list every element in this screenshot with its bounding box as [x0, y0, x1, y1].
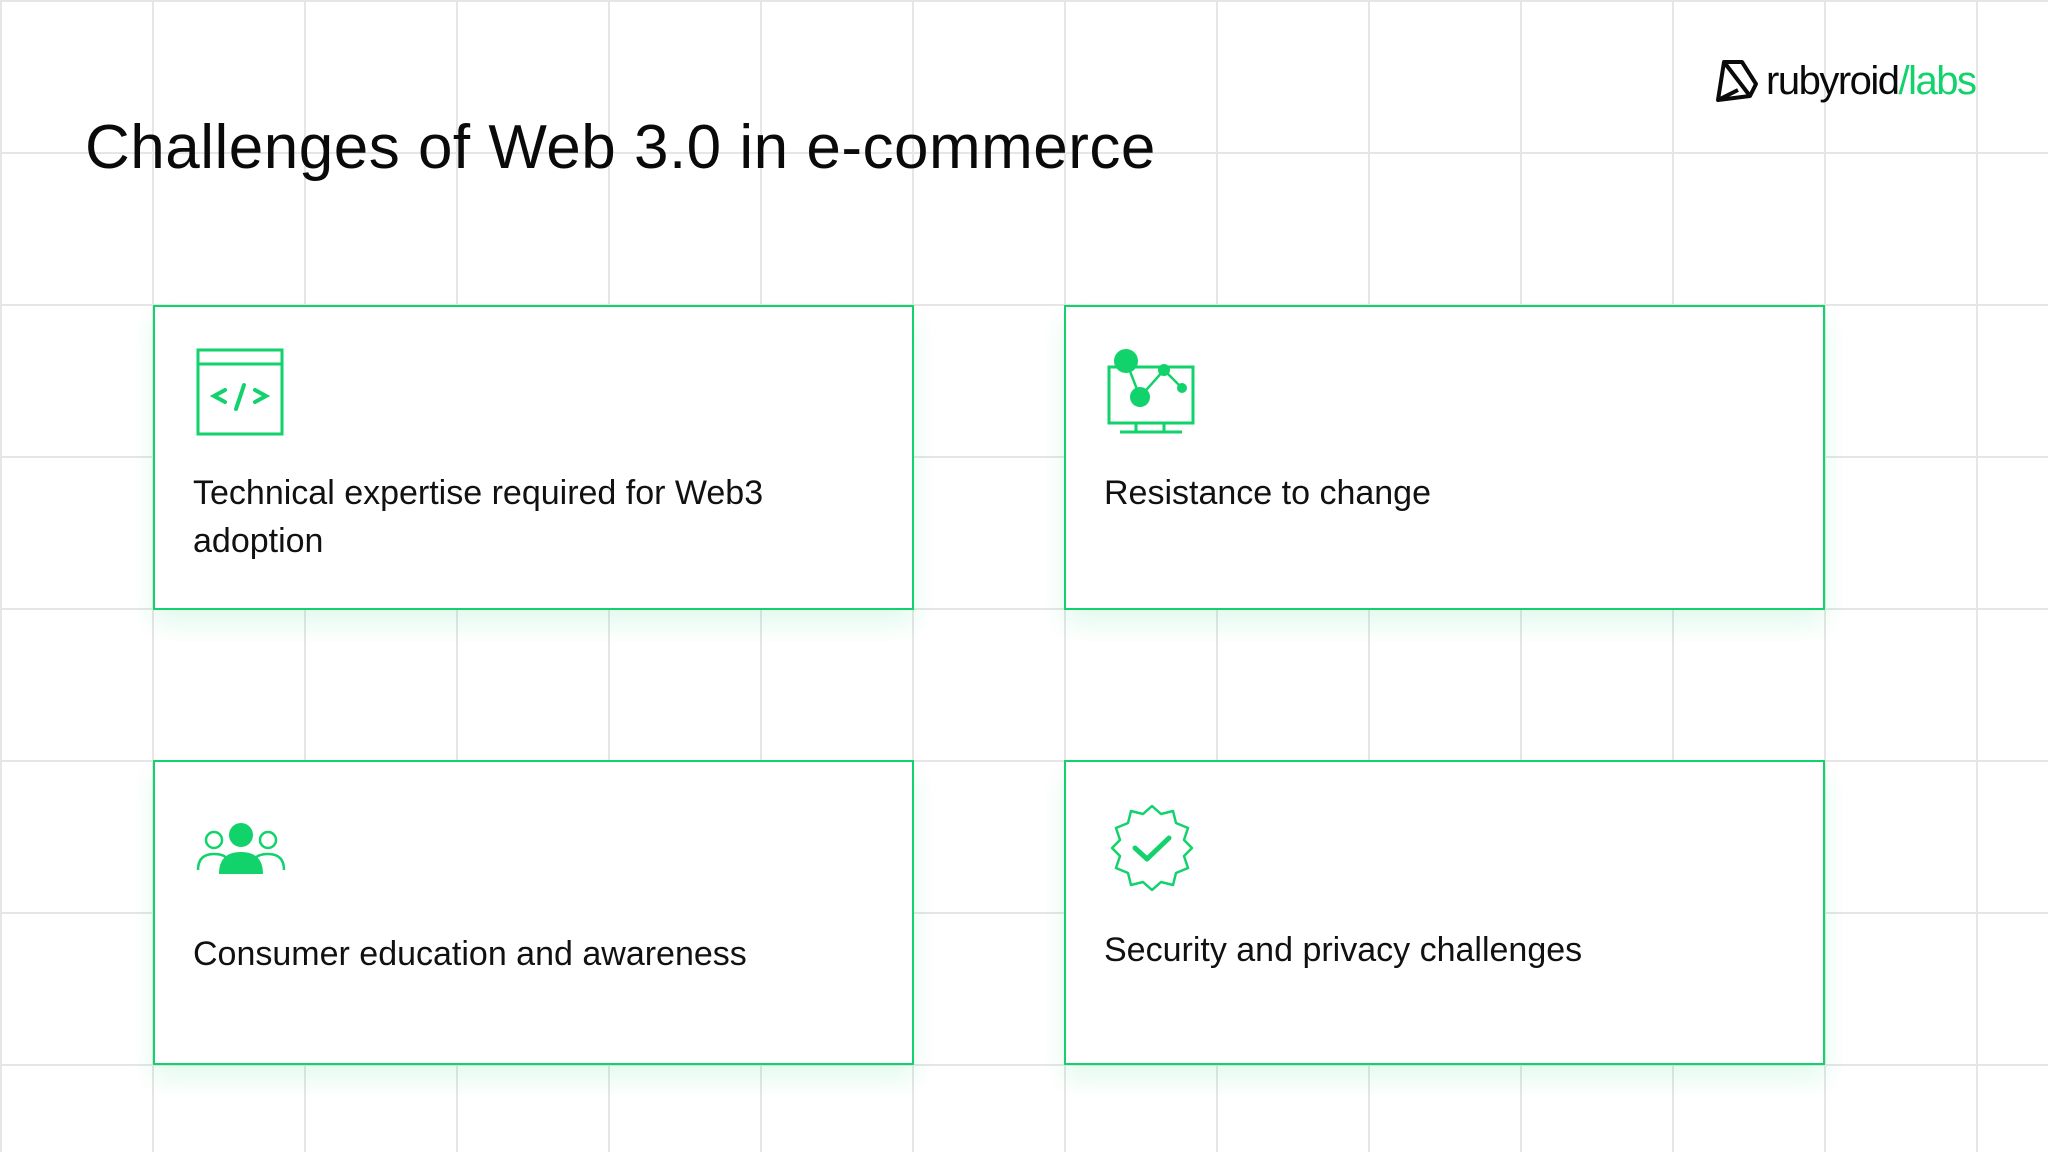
users-group-icon: [196, 823, 286, 874]
challenge-card-technical-expertise: Technical expertise required for Web3 ad…: [153, 305, 914, 610]
card-label: Consumer education and awareness: [193, 935, 747, 973]
verified-badge-icon: [1110, 804, 1194, 892]
card-label: Resistance to change: [1104, 474, 1431, 512]
code-window-icon: [196, 348, 284, 436]
logo-wordmark-part1: rubyroid: [1766, 58, 1900, 103]
card-label: Technical expertise required for Web3 ad…: [193, 474, 764, 560]
card-label: Security and privacy challenges: [1104, 931, 1583, 969]
challenge-card-resistance: Resistance to change: [1064, 305, 1825, 610]
challenge-card-security: Security and privacy challenges: [1064, 760, 1825, 1065]
logo-wordmark: rubyroid/labs: [1766, 58, 1978, 104]
page-title: Challenges of Web 3.0 in e-commerce: [85, 113, 1156, 182]
diamond-logo-icon: [1716, 60, 1758, 102]
challenge-card-consumer-education: Consumer education and awareness: [153, 760, 914, 1065]
network-monitor-icon: [1107, 349, 1195, 434]
logo-wordmark-part2: /labs: [1898, 58, 1978, 103]
rubyroid-labs-logo: rubyroid/labs: [1714, 58, 1978, 104]
